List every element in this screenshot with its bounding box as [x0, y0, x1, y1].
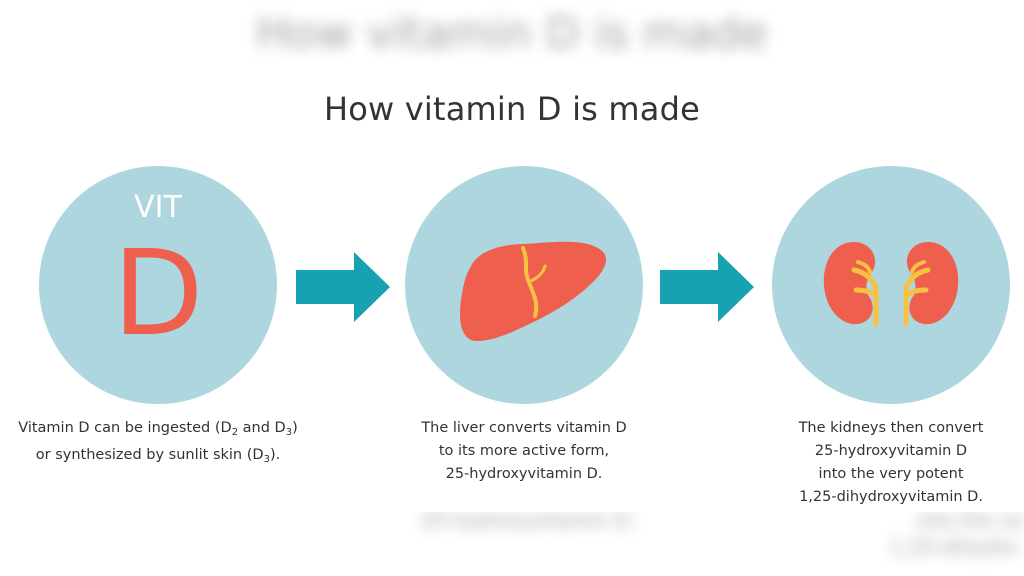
- liver-icon: [460, 241, 607, 342]
- kidneys-circle: [772, 166, 1010, 404]
- blurred-title: How vitamin D is made: [256, 8, 768, 59]
- caption-step-1: Vitamin D can be ingested (D2 and D3) or…: [0, 417, 316, 471]
- caption-step-2: The liver converts vitamin D to its more…: [374, 417, 674, 486]
- caption-line: into the very potent: [818, 466, 964, 482]
- caption-line: The liver converts vitamin D: [421, 420, 627, 436]
- caption-line: The kidneys then convert: [798, 420, 984, 436]
- caption-step-1-line-1: Vitamin D can be ingested (D2 and D3): [18, 420, 298, 438]
- right-arrow-icon: [296, 252, 390, 322]
- kidneys-icon: [823, 242, 959, 327]
- blurred-caption-right-2: 1,25-dihydro: [890, 535, 1018, 559]
- caption-line: 25-hydroxyvitamin D: [814, 443, 968, 459]
- liver-circle: [405, 166, 643, 404]
- diagram-panel: How vitamin D is made VIT D: [0, 72, 1024, 512]
- caption-step-1-line-2: or synthesized by sunlit skin (D3).: [35, 447, 281, 465]
- caption-line: to its more active form,: [438, 443, 610, 459]
- vit-label: VIT: [134, 190, 182, 225]
- caption-line: 25-hydroxyvitamin D.: [445, 466, 603, 482]
- right-arrow-icon: [660, 252, 754, 322]
- diagram-title: How vitamin D is made: [323, 90, 700, 128]
- vitamin-d-circle: VIT D: [39, 166, 277, 404]
- caption-line: 1,25-dihydroxyvitamin D.: [799, 489, 983, 505]
- vitamin-d-icon: D: [112, 224, 204, 362]
- caption-step-3: The kidneys then convert 25-hydroxyvitam…: [742, 417, 1024, 509]
